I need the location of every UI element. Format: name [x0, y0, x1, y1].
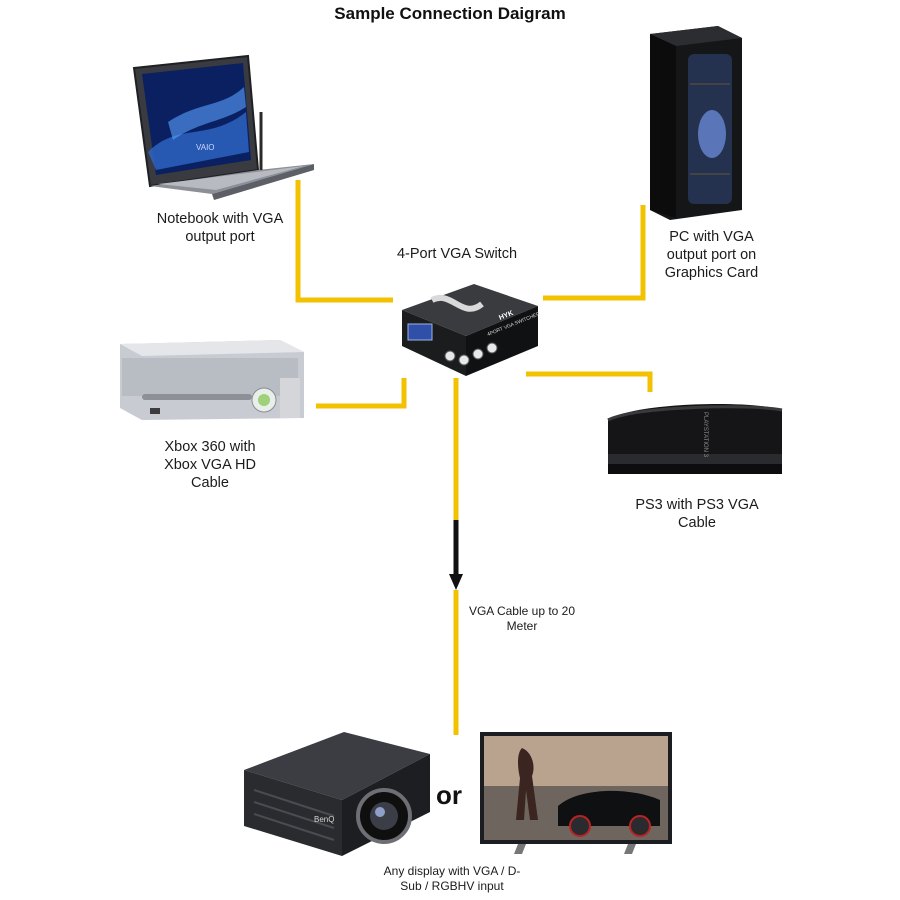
ps3-label-line1: PS3 with PS3 VGA: [635, 497, 759, 513]
pc-cable: [543, 205, 646, 301]
diagram-title: Sample Connection Daigram: [334, 4, 566, 23]
notebook-label-line1: Notebook with VGA: [156, 211, 284, 227]
notebook-illustration: VAIO: [132, 54, 314, 200]
notebook-label: Notebook with VGA output port: [135, 210, 305, 246]
xbox-cable: [316, 378, 407, 409]
ps3-illustration: PLAYSTATION 3: [607, 404, 783, 474]
vga-switch-illustration: 4PORT VGA SWITCHER HYK: [402, 284, 541, 376]
projector-brand: BenQ: [314, 815, 334, 824]
projector-illustration: BenQ: [244, 732, 430, 856]
xbox-label: Xbox 360 with Xbox VGA HD Cable: [130, 438, 290, 492]
ps3-label: PS3 with PS3 VGA Cable: [612, 496, 782, 532]
display-label-line1: Any display with VGA / D-: [383, 864, 521, 878]
display-label: Any display with VGA / D- Sub / RGBHV in…: [352, 864, 552, 894]
cable-label-line1: VGA Cable up to 20: [468, 604, 576, 618]
pc-tower-illustration: [650, 26, 742, 220]
xbox-label-line3: Cable: [191, 475, 229, 491]
ps3-label-line2: Cable: [678, 515, 716, 531]
pc-label-line2: output port on: [666, 247, 757, 263]
ps3-side-text: PLAYSTATION 3: [702, 412, 708, 458]
cable-label-line2: Meter: [506, 619, 538, 633]
xbox-illustration: [120, 340, 304, 420]
tv-display-illustration: [480, 732, 672, 854]
ps3-cable: [526, 371, 653, 392]
switch-label: 4-Port VGA Switch: [396, 246, 518, 262]
xbox-label-line1: Xbox 360 with: [164, 439, 256, 455]
notebook-screen-brand: VAIO: [196, 143, 215, 152]
or-text: or: [436, 780, 462, 810]
pc-label-line1: PC with VGA: [669, 229, 754, 245]
display-label-line2: Sub / RGBHV input: [400, 879, 504, 893]
xbox-label-line2: Xbox VGA HD: [164, 457, 256, 473]
notebook-cable: [295, 180, 393, 303]
down-arrow-icon: [449, 574, 463, 590]
pc-label: PC with VGA output port on Graphics Card: [634, 228, 789, 282]
notebook-label-line2: output port: [185, 229, 255, 245]
cable-label: VGA Cable up to 20 Meter: [452, 604, 592, 634]
pc-label-line3: Graphics Card: [664, 265, 759, 281]
